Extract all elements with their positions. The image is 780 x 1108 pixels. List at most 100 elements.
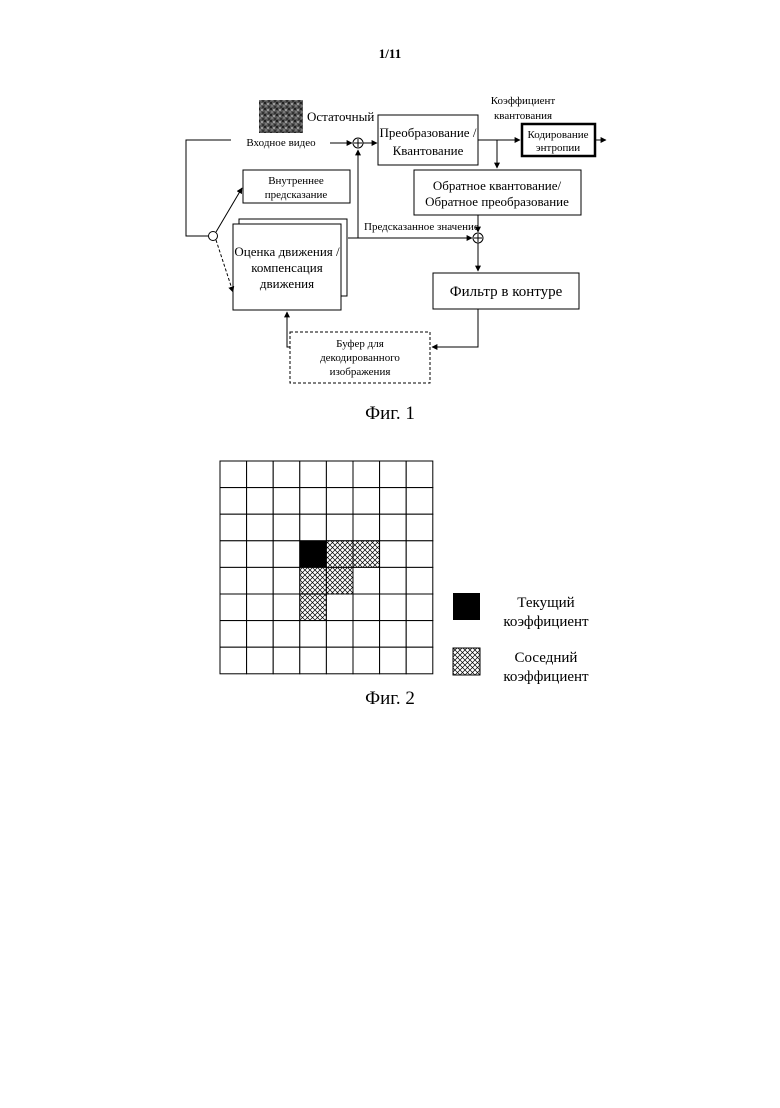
grid-cell <box>247 567 274 594</box>
grid-cell <box>247 541 274 568</box>
grid-cell <box>353 647 380 674</box>
legend-current-swatch <box>453 593 480 620</box>
grid-cell <box>326 461 353 488</box>
grid-cell <box>273 541 300 568</box>
grid-cell <box>406 621 433 648</box>
grid-cell <box>380 541 407 568</box>
legend-current-line2: коэффициент <box>503 614 589 630</box>
grid-cell <box>353 567 380 594</box>
legend-neighbor-line1: Соседний <box>515 650 578 666</box>
grid-cell <box>247 647 274 674</box>
neighbor-coefficient-cell <box>326 567 353 594</box>
current-coefficient-cell <box>300 541 327 568</box>
fig2-legend: Текущий коэффициент Соседний коэффициент <box>453 593 589 685</box>
grid-cell <box>380 594 407 621</box>
grid-cell <box>406 647 433 674</box>
grid-cell <box>326 488 353 515</box>
motion-estimation-block: Оценка движения / компенсация движения <box>233 219 347 310</box>
motion-line1: Оценка движения / <box>234 244 340 259</box>
loop-filter-label: Фильтр в контуре <box>450 284 563 300</box>
grid-cell <box>326 594 353 621</box>
grid-cell <box>300 647 327 674</box>
fig1-encoder-diagram: Входное видео Остаточный Преобразование … <box>186 95 606 383</box>
grid-cell <box>380 514 407 541</box>
grid-cell <box>326 514 353 541</box>
grid-cell <box>273 594 300 621</box>
grid-cell <box>300 488 327 515</box>
grid-cell <box>220 541 247 568</box>
grid-cell <box>380 647 407 674</box>
grid-cell <box>273 461 300 488</box>
grid-cell <box>380 488 407 515</box>
grid-cell <box>300 461 327 488</box>
inverse-quant-transform-block: Обратное квантование/ Обратное преобразо… <box>414 170 581 215</box>
grid-cell <box>353 461 380 488</box>
grid-cell <box>326 647 353 674</box>
grid-cell <box>353 488 380 515</box>
neighbor-coefficient-cell <box>353 541 380 568</box>
buffer-line1: Буфер для <box>336 338 384 350</box>
grid-cell <box>353 594 380 621</box>
input-video-thumbnail <box>259 100 303 133</box>
grid-cell <box>273 514 300 541</box>
fig1-caption: Фиг. 1 <box>365 403 415 424</box>
legend-neighbor-swatch <box>453 648 480 675</box>
legend-current-line1: Текущий <box>517 595 574 611</box>
grid-cell <box>406 461 433 488</box>
grid-cell <box>406 594 433 621</box>
grid-cell <box>273 567 300 594</box>
grid-cell <box>220 594 247 621</box>
grid-cell <box>353 621 380 648</box>
grid-cell <box>406 541 433 568</box>
neighbor-coefficient-cell <box>300 594 327 621</box>
grid-cell <box>220 621 247 648</box>
grid-cell <box>380 567 407 594</box>
grid-cell <box>353 514 380 541</box>
fig2-caption: Фиг. 2 <box>365 688 415 709</box>
grid-cell <box>406 567 433 594</box>
input-video-label: Входное видео <box>246 137 316 149</box>
buffer-line2: декодированного <box>320 352 400 364</box>
grid-cell <box>220 488 247 515</box>
page-number: 1/11 <box>379 46 401 61</box>
loop-filter-block: Фильтр в контуре <box>433 273 579 309</box>
grid-cell <box>247 621 274 648</box>
grid-cell <box>300 514 327 541</box>
transform-quant-block: Преобразование / Квантование <box>378 115 478 165</box>
grid-cell <box>220 567 247 594</box>
transform-quant-line1: Преобразование / <box>380 125 477 140</box>
mode-selector-switch <box>209 232 218 241</box>
grid-cell <box>380 461 407 488</box>
grid-cell <box>380 621 407 648</box>
entropy-line2: энтропии <box>536 142 580 154</box>
motion-line2: компенсация <box>251 260 322 275</box>
neighbor-coefficient-cell <box>326 541 353 568</box>
intra-line2: предсказание <box>265 189 328 201</box>
grid-cell <box>406 488 433 515</box>
grid-cell <box>247 594 274 621</box>
grid-cell <box>220 647 247 674</box>
intra-prediction-block: Внутреннее предсказание <box>243 170 350 203</box>
grid-cell <box>326 621 353 648</box>
grid-cell <box>247 488 274 515</box>
entropy-line1: Кодирование <box>527 129 588 141</box>
neighbor-coefficient-cell <box>300 567 327 594</box>
grid-cell <box>247 461 274 488</box>
legend-neighbor-line2: коэффициент <box>503 669 589 685</box>
inverse-line2: Обратное преобразование <box>425 194 569 209</box>
fig2-coefficient-grid <box>220 461 433 674</box>
predicted-value-label: Предсказанное значение <box>364 221 479 233</box>
inverse-line1: Обратное квантование/ <box>433 178 562 193</box>
grid-cell <box>273 488 300 515</box>
grid-cell <box>247 514 274 541</box>
quant-coeff-line1: Коэффициент <box>491 95 556 107</box>
grid-cell <box>300 621 327 648</box>
buffer-line3: изображения <box>330 366 391 378</box>
residual-label: Остаточный <box>307 109 374 124</box>
grid-cell <box>220 461 247 488</box>
decoded-picture-buffer-block: Буфер для декодированного изображения <box>290 332 430 383</box>
intra-line1: Внутреннее <box>268 175 324 187</box>
grid-cell <box>406 514 433 541</box>
entropy-coding-block: Кодирование энтропии <box>522 124 595 156</box>
